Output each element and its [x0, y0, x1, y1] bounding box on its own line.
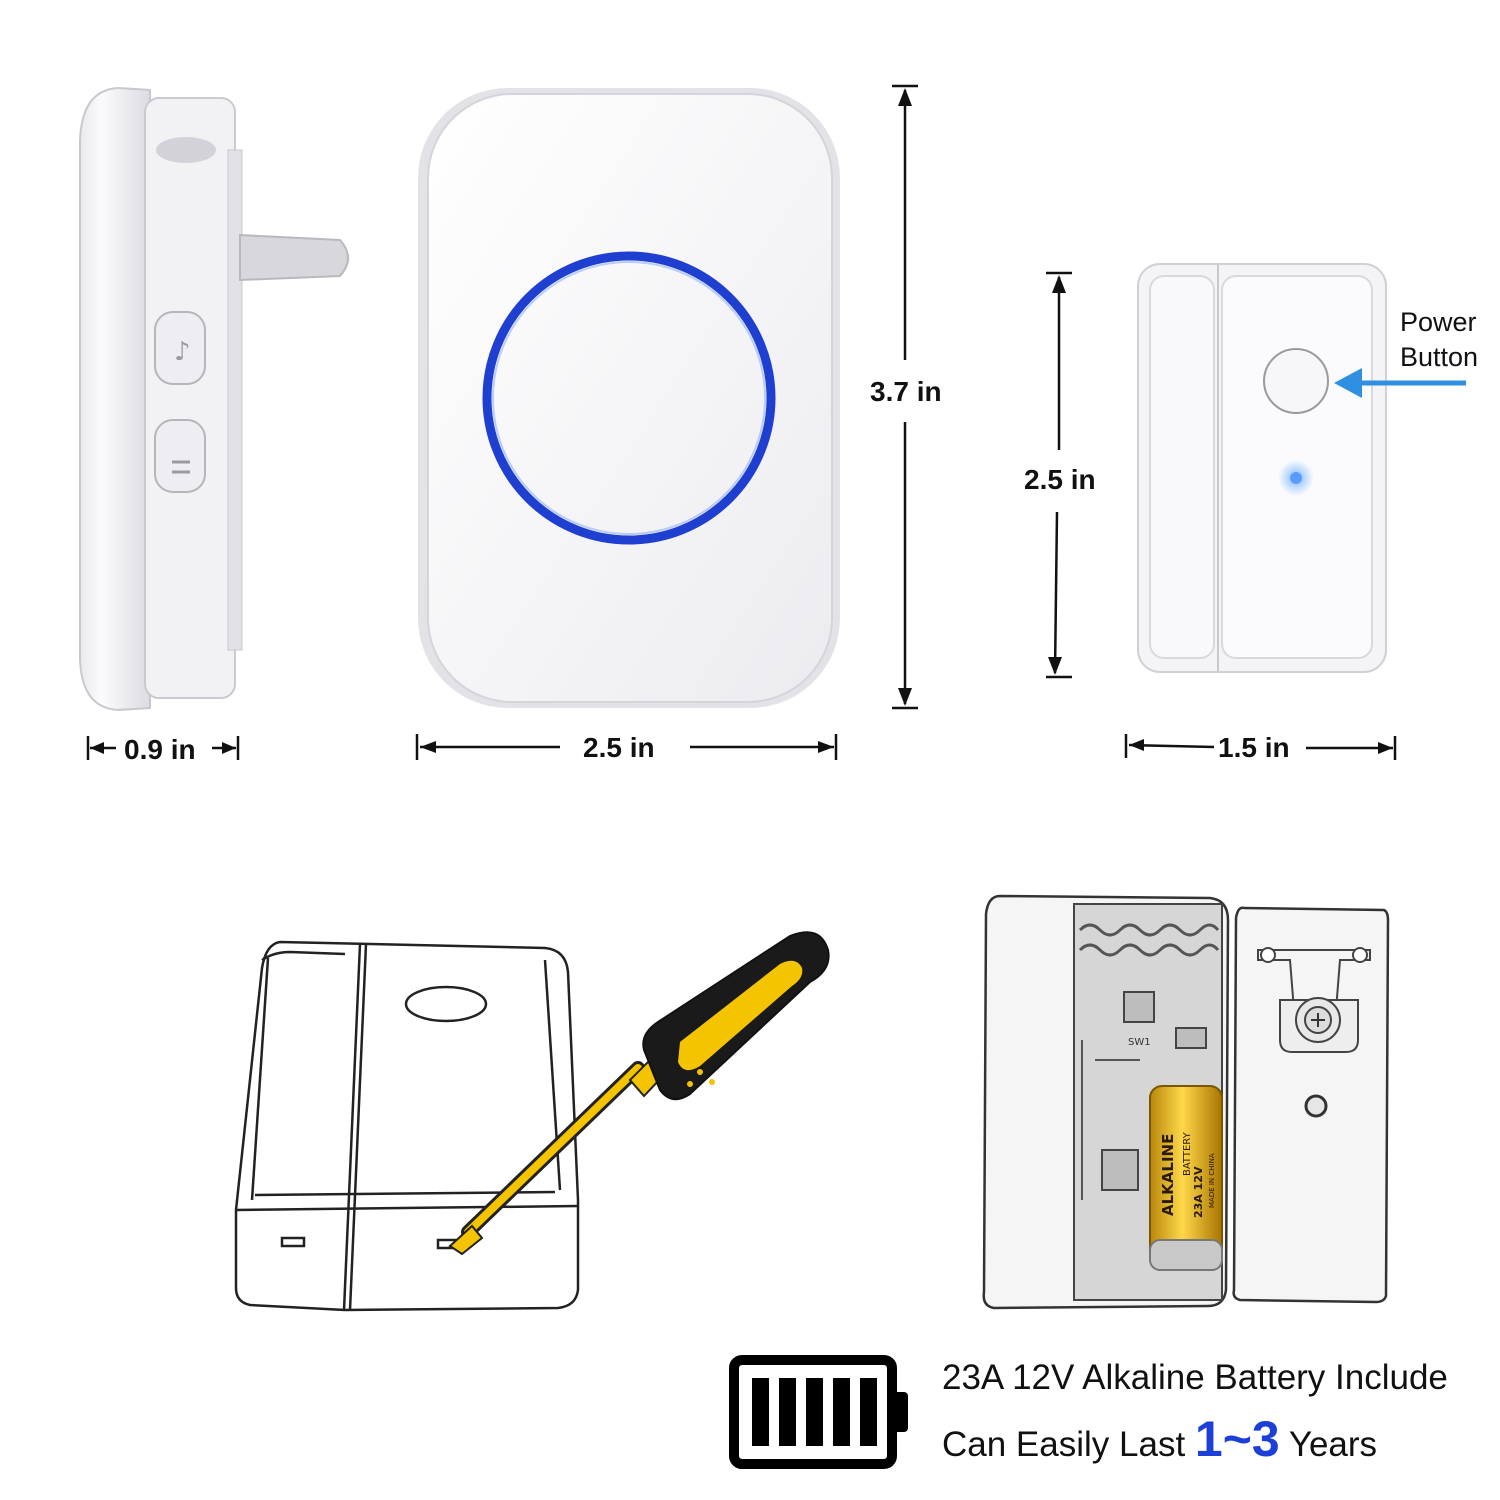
screwdriver [448, 931, 830, 1256]
chime-width-dimension [415, 734, 838, 760]
chime-height-label: 3.7 in [870, 376, 942, 407]
chime-depth-dimension [86, 736, 240, 760]
chime-width-label: 2.5 in [583, 732, 655, 763]
svg-text:♪: ♪ [174, 337, 191, 367]
callout-line-2: Button [1400, 342, 1479, 372]
battery-type: BATTERY [1182, 1131, 1193, 1176]
power-button-arrow [1334, 368, 1466, 398]
chime-depth-label: 0.9 in [124, 734, 196, 765]
battery-origin: MADE IN CHINA [1208, 1153, 1216, 1208]
battery-brand: ALKALINE [1159, 1134, 1177, 1216]
battery-icon [729, 1355, 908, 1469]
pcb-label: SW1 [1128, 1037, 1151, 1048]
sensor-height-label: 2.5 in [1024, 464, 1096, 495]
sensor-front-view [1137, 263, 1387, 673]
sensor-width-dimension [1124, 734, 1397, 760]
battery-spec: 23A 12V [1192, 1166, 1205, 1218]
chime-front-view [418, 88, 840, 708]
chime-height-dimension [892, 84, 918, 710]
power-button [1263, 348, 1329, 414]
chime-side-view: ♪ [79, 86, 349, 712]
sensor-sketch [234, 940, 580, 1312]
battery-life-years: 1~3 [1194, 1411, 1280, 1467]
battery-included-text: 23A 12V Alkaline Battery Include [942, 1358, 1448, 1397]
battery-life-prefix: Can Easily Last [942, 1425, 1195, 1464]
sensor-width-label: 1.5 in [1218, 732, 1290, 763]
power-button-callout: Power Button [1400, 305, 1478, 375]
open-sensor-sketch: SW1 ALKALINE BATTERY 23A 12V MADE IN CHI… [982, 894, 1390, 1310]
battery-life-suffix: Years [1279, 1425, 1378, 1464]
battery-life-text: Can Easily Last 1~3 Years [942, 1410, 1377, 1468]
battery-23a: ALKALINE BATTERY 23A 12V MADE IN CHINA [1149, 1085, 1223, 1271]
callout-line-1: Power [1400, 307, 1477, 337]
led-ring [482, 251, 776, 545]
sensor-height-dimension [1046, 271, 1072, 679]
